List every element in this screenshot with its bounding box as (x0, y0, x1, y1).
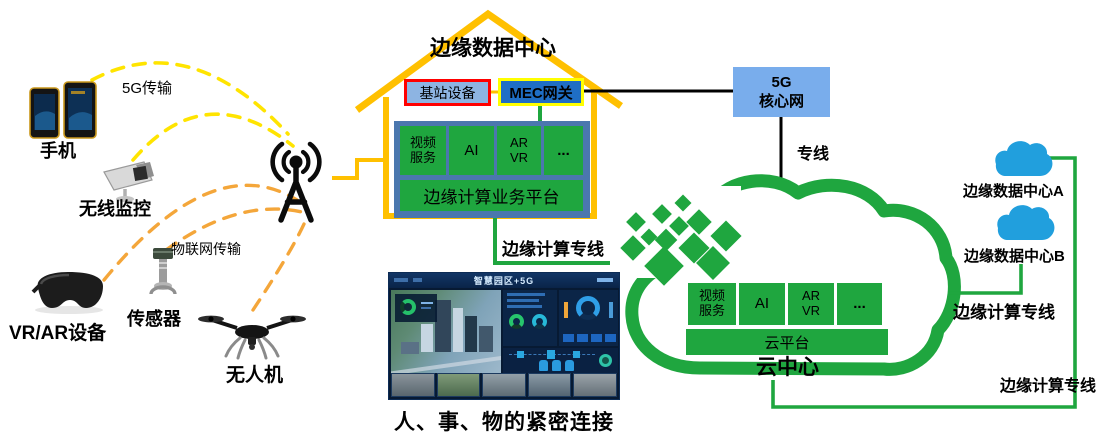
core-5g-box: 5G 核心网 (733, 67, 830, 117)
link-iot-drone (251, 222, 306, 312)
camera-thumb-3 (482, 373, 526, 397)
camera-label: 无线监控 (79, 199, 151, 219)
cloud-services-row: 视频 服务 AI AR VR ... (688, 283, 882, 325)
edge-service-arvr-l1: AR (509, 134, 529, 150)
antenna-tower-icon (270, 141, 322, 223)
edge-line-dca-cloud (771, 156, 1077, 409)
smart-park-dashboard-image: 智慧园区+5G (388, 272, 620, 400)
drone-label: 无人机 (226, 365, 284, 386)
house-roof (354, 9, 623, 113)
dashboard-title: 智慧园区+5G (473, 276, 535, 286)
vr-glasses-icon (31, 272, 104, 314)
camera-thumb-5 (573, 373, 617, 397)
edge-service-more-l1: ... (557, 141, 570, 159)
edge-service-more: ... (544, 126, 583, 175)
edge-dc-a-label: 边缘数据中心A (963, 183, 1064, 200)
cloud-service-arvr: AR VR (788, 283, 834, 325)
phones-label: 手机 (40, 141, 76, 161)
camera-thumb-1 (391, 373, 435, 397)
edge-line-bottom-label: 边缘计算专线 (1000, 378, 1097, 395)
dashboard-city-gauge (395, 294, 437, 322)
phones-icon (29, 81, 97, 139)
cloud-platform-bar: 云平台 (686, 329, 888, 355)
vr-label: VR/AR设备 (9, 323, 107, 344)
edge-line-b-label: 边缘计算专线 (953, 303, 1055, 322)
edge-service-arvr-l2: VR (509, 149, 529, 165)
dashboard-caption: 人、事、物的紧密连接 (394, 411, 614, 434)
dedicated-line-label: 专线 (797, 146, 830, 163)
dashboard-panel-gauge (559, 290, 618, 346)
dashboard-panel-flow (503, 348, 618, 373)
cloud-service-video: 视频 服务 (688, 283, 736, 325)
mec-gateway-box: MEC网关 (498, 78, 584, 106)
edge-line-house-label: 边缘计算专线 (502, 240, 604, 259)
core-5g-line2: 核心网 (758, 93, 804, 110)
dashboard-city-view (391, 290, 501, 373)
cloud-center-title: 云中心 (756, 356, 819, 379)
link-5g-phone (90, 61, 290, 136)
link-5g-camera (131, 112, 295, 162)
camera-thumb-2 (436, 373, 481, 397)
sensor-icon (149, 248, 177, 295)
edge-service-video: 视频 服务 (400, 126, 446, 175)
cloud-service-ai-l1: AI (754, 295, 770, 313)
cloud-service-ai: AI (739, 283, 785, 325)
dashboard-camera-strip (391, 373, 617, 397)
edge-dc-a-cloud-icon (995, 141, 1053, 176)
tower-house-link (332, 158, 388, 180)
cloud-service-more: ... (837, 283, 882, 325)
link-iot-vr (102, 183, 299, 282)
edge-service-arvr: AR VR (497, 126, 541, 175)
sensor-label: 传感器 (127, 309, 181, 329)
edge-dc-b-label: 边缘数据中心B (964, 248, 1065, 265)
core-5g-line1: 5G (771, 73, 792, 91)
edge-dc-b-cloud-icon (997, 205, 1055, 240)
link-5g-label: 5G传输 (122, 80, 173, 97)
dashboard-menu-mark (394, 278, 408, 282)
edge-line-house-cloud (493, 218, 610, 265)
edge-platform-bar: 边缘计算业务平台 (400, 180, 583, 211)
camera-icon (103, 161, 154, 202)
camera-thumb-4 (527, 373, 572, 397)
base-station-box: 基站设备 (404, 79, 491, 106)
cloud-service-video-l2: 服务 (698, 303, 725, 318)
dashboard-user-mark (597, 278, 613, 282)
drone-icon (198, 315, 306, 360)
edge-service-video-l2: 服务 (409, 149, 436, 165)
edge-service-ai: AI (449, 126, 494, 175)
link-iot-label: 物联网传输 (171, 241, 241, 257)
cloud-service-video-l1: 视频 (698, 288, 725, 304)
edge-services-row: 视频 服务 AI AR VR ... (400, 126, 583, 175)
dashboard-header: 智慧园区+5G (389, 273, 619, 288)
cloud-service-more-l1: ... (853, 295, 866, 313)
cloud-service-arvr-l1: AR (801, 288, 821, 304)
edge-line-dcb-cloud (948, 264, 1023, 295)
edge-service-ai-l1: AI (464, 141, 479, 159)
edge-dc-title: 边缘数据中心 (430, 37, 556, 60)
dashboard-panel-kpi (503, 290, 557, 346)
cloud-service-arvr-l2: VR (801, 303, 821, 318)
dashboard-menu-mark2 (413, 278, 422, 282)
edge-service-video-l1: 视频 (409, 134, 436, 150)
